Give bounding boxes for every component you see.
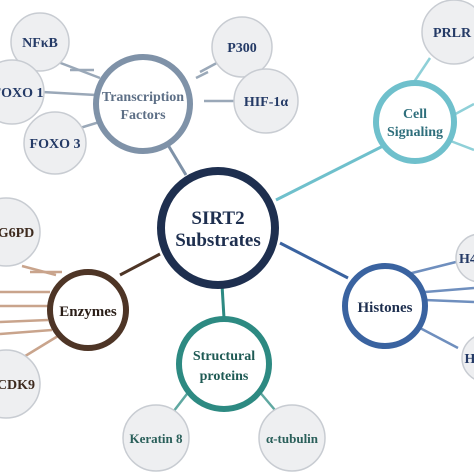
leaf-nfkb: NFκB	[10, 12, 70, 72]
leaf-nfkb-label: NFκB	[22, 36, 58, 51]
category-enzymes: Enzymes	[47, 269, 129, 351]
leaf-g6pd-label: G6PD	[0, 226, 34, 241]
category-transcription-line2: Factors	[120, 108, 166, 123]
link-enz-left-4	[0, 328, 53, 336]
category-histones: Histones	[342, 263, 428, 349]
category-cell-signaling: Cell Signaling	[373, 80, 457, 164]
leaf-p300: P300	[211, 16, 273, 78]
center-node-sirt2-substrates: SIRT2 Substrates	[157, 167, 279, 289]
leaf-foxo1-label: FOXO 1	[0, 86, 43, 101]
link-center-histones	[279, 241, 349, 280]
leaf-h4: H4	[455, 233, 474, 283]
leaf-foxo3-label: FOXO 3	[30, 137, 81, 152]
link-cs-right-2	[447, 138, 474, 152]
category-nodes: Transcription Factors Cell Signaling His…	[47, 54, 457, 412]
category-structural-proteins: Structural proteins	[176, 316, 272, 412]
link-enz-g6pd	[21, 264, 57, 277]
leaf-h-partial-label: H	[465, 352, 474, 367]
link-enz-cdk9	[21, 334, 59, 360]
link-h-hpartial	[419, 326, 459, 350]
leaf-foxo3: FOXO 3	[23, 111, 87, 175]
category-structural-line1: Structural	[193, 349, 255, 364]
leaf-a-tubulin-label: α-tubulin	[266, 431, 319, 446]
link-center-cell-signaling	[275, 143, 386, 202]
category-enzymes-label: Enzymes	[59, 304, 117, 320]
link-h-mid-2	[424, 298, 474, 304]
link-enz-left-3	[0, 318, 49, 324]
category-histones-label: Histones	[357, 300, 412, 316]
leaf-a-tubulin: α-tubulin	[258, 404, 326, 472]
link-h-mid	[424, 286, 474, 294]
center-line1: SIRT2	[191, 208, 244, 229]
link-center-structural	[220, 284, 226, 319]
leaf-cdk9: CDK9	[0, 349, 41, 419]
category-structural-line2: proteins	[200, 369, 249, 384]
leaf-h4-label: H4	[459, 252, 474, 267]
link-tf-p300-2	[195, 70, 209, 80]
link-center-enzymes	[119, 252, 161, 277]
leaf-foxo1: FOXO 1	[0, 59, 45, 125]
category-cell-signaling-line2: Signaling	[387, 125, 443, 140]
connector-lines	[0, 56, 474, 417]
category-transcription-factors: Transcription Factors	[93, 54, 193, 154]
leaf-prlr-label: PRLR	[433, 26, 472, 41]
leaf-p300-label: P300	[227, 41, 257, 56]
category-transcription-line1: Transcription	[102, 90, 184, 105]
leaf-g6pd: G6PD	[0, 197, 41, 267]
leaf-prlr: PRLR	[421, 0, 474, 65]
link-center-transcription	[166, 144, 188, 176]
leaf-hif1a-label: HIF-1α	[244, 95, 289, 110]
leaf-cdk9-label: CDK9	[0, 378, 35, 393]
leaf-keratin8: Keratin 8	[122, 404, 190, 472]
category-cell-signaling-line1: Cell	[403, 107, 427, 122]
leaf-keratin8-label: Keratin 8	[129, 431, 183, 446]
leaf-hif1a: HIF-1α	[233, 68, 299, 134]
center-line2: Substrates	[175, 230, 261, 251]
link-tf-foxo1	[41, 90, 97, 97]
leaf-h-partial: H	[461, 336, 474, 380]
